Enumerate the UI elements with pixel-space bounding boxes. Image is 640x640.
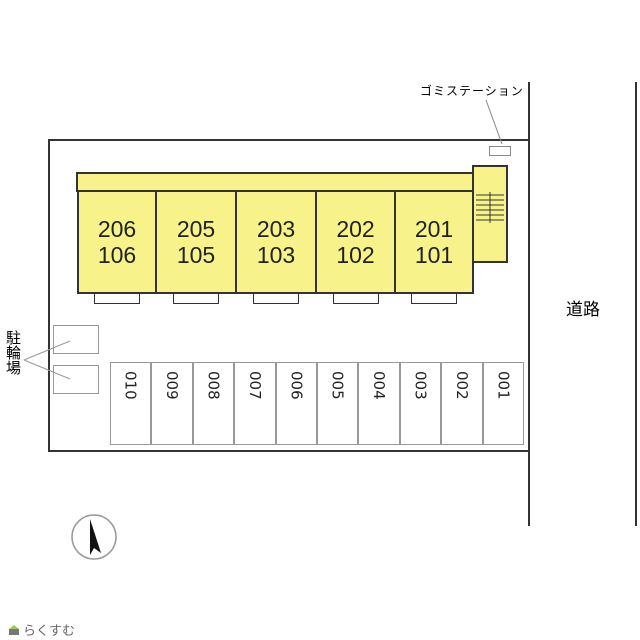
parking-space-010: 010 — [110, 362, 152, 445]
parking-space-008: 008 — [192, 362, 235, 445]
unit-lower-number: 102 — [336, 242, 375, 268]
logo: らくすむ — [8, 620, 75, 639]
parking-space-007: 007 — [234, 362, 276, 445]
stairs — [472, 165, 508, 263]
parking-number: 001 — [494, 371, 513, 400]
lot-left-border — [48, 139, 50, 452]
road-edge-line — [528, 82, 530, 526]
parking-number: 007 — [245, 371, 264, 400]
bike-leader-lines — [23, 340, 71, 380]
road-far-edge-line — [635, 82, 637, 526]
parking-number: 009 — [163, 371, 182, 400]
unit-lower-number: 101 — [414, 242, 454, 268]
parking-space-009: 009 — [151, 362, 193, 445]
unit-upper-number: 201 — [414, 216, 454, 242]
balcony — [411, 293, 457, 304]
unit-lower-number: 103 — [256, 242, 296, 268]
parking-space-004: 004 — [358, 362, 400, 445]
bike-parking-2 — [53, 365, 99, 394]
parking-space-003: 003 — [399, 362, 442, 445]
bike-parking-1 — [53, 325, 99, 354]
parking-number: 005 — [328, 371, 347, 400]
garbage-station — [489, 146, 511, 156]
balcony — [94, 293, 140, 304]
balcony — [332, 293, 379, 304]
parking-number: 004 — [370, 371, 389, 400]
parking-space-002: 002 — [441, 362, 483, 445]
balcony — [253, 293, 299, 304]
unit-upper-number: 202 — [336, 216, 375, 242]
parking-space-001: 001 — [482, 362, 524, 445]
building-corridor — [76, 172, 474, 192]
unit-upper-number: 205 — [176, 216, 216, 242]
parking-number: 008 — [204, 371, 223, 400]
bicycle-parking-label: 駐輪場 — [4, 330, 22, 375]
parking-space-006: 006 — [275, 362, 317, 445]
balcony — [173, 293, 219, 304]
parking-number: 003 — [411, 371, 430, 400]
unit-lower-number: 105 — [176, 242, 216, 268]
garbage-leader-line — [485, 99, 503, 145]
logo-text: らくすむ — [23, 624, 76, 639]
parking-number: 002 — [452, 371, 471, 400]
garbage-station-label: ゴミステーション — [420, 84, 524, 98]
lot-top-border — [48, 139, 530, 141]
parking-space-005: 005 — [317, 362, 359, 445]
unit-lower-number: 106 — [97, 242, 137, 268]
lot-bottom-border — [48, 450, 530, 452]
north-arrow-icon — [71, 514, 117, 560]
unit-upper-number: 203 — [256, 216, 296, 242]
parking-number: 010 — [121, 371, 140, 400]
parking-number: 006 — [287, 371, 306, 400]
house-icon — [9, 624, 19, 635]
road-label: 道路 — [566, 300, 600, 320]
unit-upper-number: 206 — [97, 216, 137, 242]
